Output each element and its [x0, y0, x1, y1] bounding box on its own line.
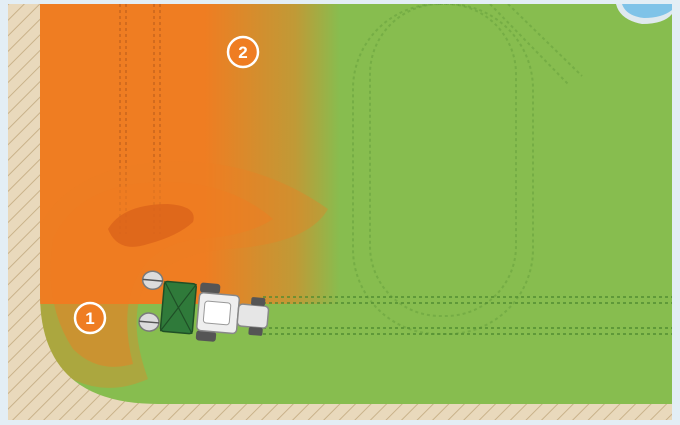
marker-1-label: 1 — [85, 309, 94, 328]
marker-2: 2 — [228, 37, 258, 67]
marker-1: 1 — [75, 303, 105, 333]
field-spreading-illustration: 2 1 — [8, 4, 672, 420]
marker-2-label: 2 — [238, 43, 247, 62]
